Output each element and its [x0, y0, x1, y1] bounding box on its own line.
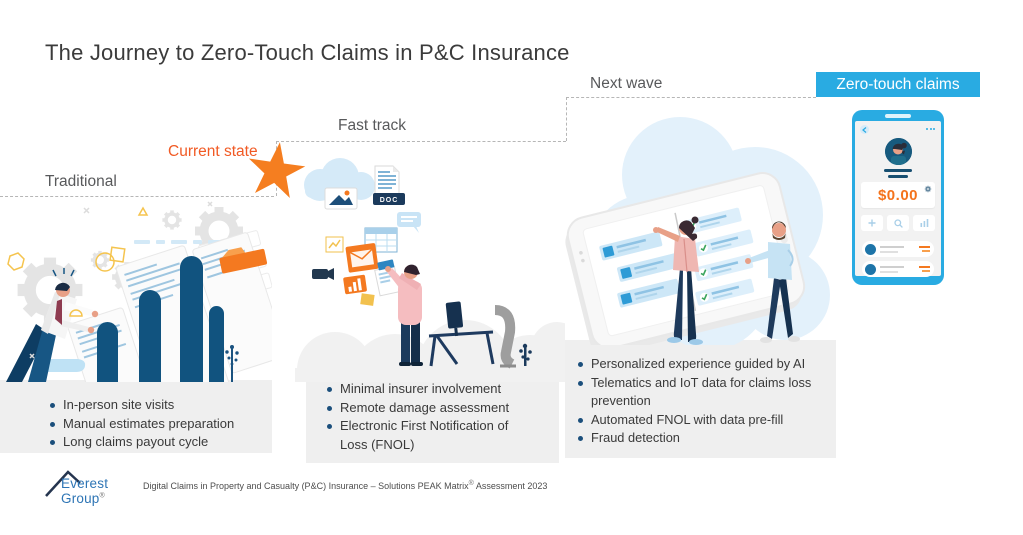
office-chair-shape	[494, 305, 516, 369]
stage-label-fast-track: Fast track	[338, 117, 407, 134]
photo-icon	[324, 187, 358, 210]
back-icon	[860, 125, 869, 134]
traditional-bullet-list: In-person site visits Manual estimates p…	[50, 396, 260, 452]
panel-traditional: In-person site visits Manual estimates p…	[0, 380, 272, 453]
transaction-row	[862, 261, 934, 277]
next-wave-illustration	[565, 117, 830, 345]
man-person	[745, 221, 800, 343]
amount-mark	[922, 250, 930, 252]
zero-touch-phone-mockup: $0.00	[852, 110, 944, 285]
transaction-avatar	[865, 243, 876, 255]
stage-label-next-wave: Next wave	[590, 75, 663, 92]
stage-label-current-state: Current state	[168, 143, 258, 160]
bullet-item: Telematics and IoT data for claims loss …	[578, 374, 824, 411]
claim-amount-card: $0.00	[861, 182, 935, 208]
yellow-square-decor	[360, 293, 375, 306]
bullet-item: Remote damage assessment	[327, 399, 535, 418]
transaction-row	[862, 241, 934, 257]
bar-chart-columns	[97, 256, 224, 382]
gear-icon	[924, 185, 932, 193]
zero-touch-claims-badge: Zero-touch claims	[816, 72, 980, 97]
footer-report-title: Digital Claims in Property and Casualty …	[143, 480, 548, 491]
phone-action-buttons	[861, 215, 935, 231]
amount-mark	[922, 270, 930, 272]
camera-icon	[312, 268, 334, 280]
stats-button	[913, 215, 935, 231]
desk-shape	[428, 301, 495, 367]
amount-mark	[919, 246, 930, 248]
monitor-icon	[445, 301, 464, 337]
fast-track-bullet-list: Minimal insurer involvement Remote damag…	[327, 380, 535, 454]
standing-person	[385, 264, 423, 366]
bullet-item: Electronic First Notification of Loss (F…	[327, 417, 535, 454]
bullet-item: Long claims payout cycle	[50, 433, 260, 452]
profile-line	[884, 169, 912, 172]
bullet-item: Automated FNOL with data pre-fill	[578, 411, 824, 430]
orange-folder-icon	[219, 247, 268, 274]
plant-decor	[225, 345, 239, 382]
small-plant-decor	[519, 343, 532, 366]
panel-next-wave: Personalized experience guided by AI Tel…	[565, 340, 836, 458]
yellow-outline-decor	[7, 206, 149, 317]
phone-speaker	[885, 114, 911, 118]
bullet-item: In-person site visits	[50, 396, 260, 415]
bar-chart-card-icon	[343, 274, 367, 295]
amount-mark	[919, 266, 930, 268]
everest-group-logo-text: Everest Group®	[61, 476, 109, 506]
spreadsheet-icon	[364, 227, 398, 253]
traditional-illustration	[6, 201, 272, 382]
doc-badge-label: DOC	[380, 197, 399, 204]
speech-bubble-icon	[397, 212, 421, 233]
profile-line	[888, 175, 908, 178]
claim-amount-value: $0.00	[877, 186, 919, 204]
envelope-icon	[345, 243, 379, 273]
everest-logo-icon	[45, 470, 81, 497]
bullet-item: Fraud detection	[578, 429, 824, 448]
woman-person	[653, 216, 703, 345]
step-line-fast-track	[276, 141, 566, 142]
step-line-traditional	[0, 196, 274, 197]
page-title: The Journey to Zero-Touch Claims in P&C …	[45, 40, 570, 65]
transaction-avatar	[865, 263, 876, 275]
more-options-icon	[926, 128, 935, 130]
bullet-item: Manual estimates preparation	[50, 415, 260, 434]
worker-person	[6, 268, 99, 382]
add-button	[861, 215, 883, 231]
step-connector-2	[566, 97, 567, 141]
phone-screen: $0.00	[855, 121, 941, 277]
avatar	[885, 138, 912, 165]
current-state-star-icon	[248, 142, 306, 198]
next-wave-bullet-list: Personalized experience guided by AI Tel…	[578, 355, 824, 448]
doc-file-icon: DOC	[373, 165, 405, 205]
line-chart-icon	[325, 236, 344, 253]
search-button	[887, 215, 909, 231]
step-line-next-wave	[566, 97, 816, 98]
stage-label-traditional: Traditional	[45, 173, 117, 190]
bullet-item: Minimal insurer involvement	[327, 380, 535, 399]
fast-track-illustration: DOC	[295, 158, 565, 382]
x-marks-decor	[29, 201, 213, 359]
bullet-item: Personalized experience guided by AI	[578, 355, 824, 374]
panel-fast-track: Minimal insurer involvement Remote damag…	[306, 368, 559, 463]
